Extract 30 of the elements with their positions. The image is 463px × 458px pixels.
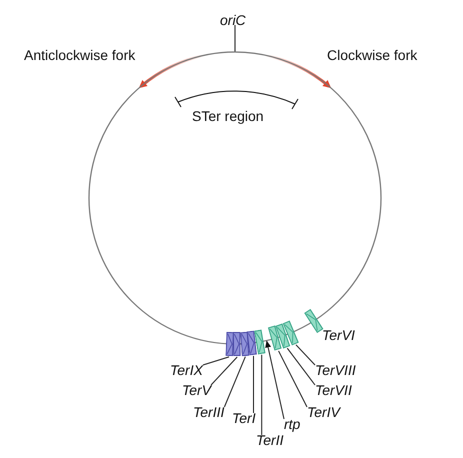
site-label: TerIX — [170, 362, 203, 378]
site-label: TerIV — [307, 404, 340, 420]
ter-site-box — [282, 320, 300, 346]
leader-line — [202, 356, 230, 366]
site-label: TerII — [256, 432, 284, 448]
leader-line — [234, 24, 236, 52]
leader-line — [286, 348, 316, 386]
leader-line — [278, 350, 308, 408]
region-label: STer region — [192, 108, 264, 124]
ter-site-box — [240, 331, 250, 356]
site-label: TerVI — [322, 327, 355, 343]
site-label: TerIII — [193, 404, 224, 420]
ter-site-box — [233, 332, 241, 356]
site-label: TerVIII — [315, 362, 356, 378]
leader-line — [253, 355, 254, 414]
leader-line — [295, 344, 316, 366]
site-label: TerVII — [315, 382, 352, 398]
leader-line — [210, 356, 238, 386]
site-label: TerI — [232, 410, 256, 426]
region-label: Anticlockwise fork — [24, 47, 136, 63]
site-label: rtp — [284, 416, 300, 432]
region-label: Clockwise fork — [327, 47, 418, 63]
arrow — [265, 340, 284, 420]
site-label: TerV — [182, 382, 212, 398]
leader-line — [224, 356, 246, 408]
leader-line — [261, 354, 262, 436]
site-label: oriC — [220, 12, 246, 28]
ter-site-box — [254, 329, 266, 354]
ter-site-box — [304, 308, 324, 333]
ter-site-box — [225, 332, 234, 356]
